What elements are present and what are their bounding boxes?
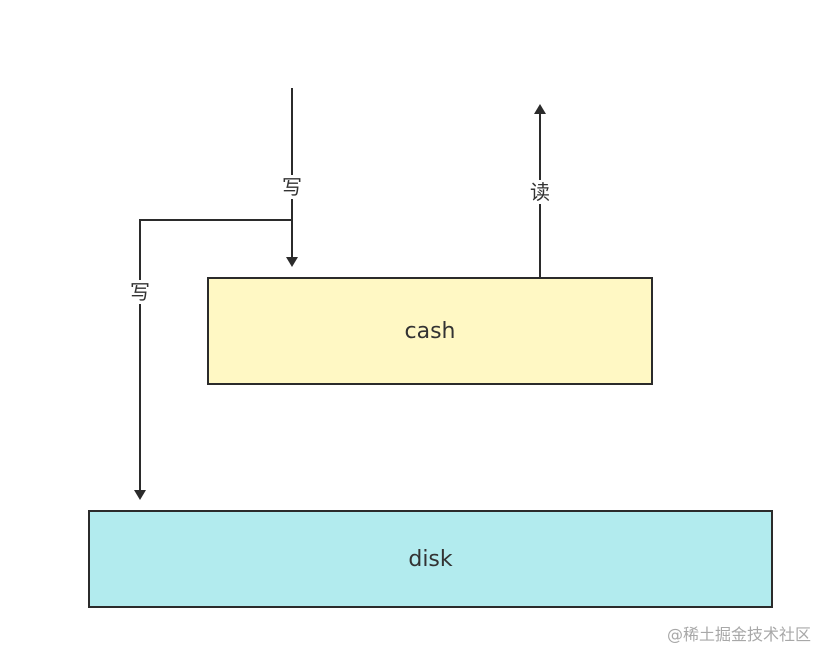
write-arrow-to-disk — [134, 219, 292, 500]
cash-label: cash — [404, 318, 456, 344]
watermark: @稀土掘金技术社区 — [666, 625, 811, 644]
cash-box: cash — [207, 277, 653, 385]
disk-label: disk — [408, 546, 453, 572]
disk-box: disk — [88, 510, 773, 608]
write-to-disk-label: 写 — [128, 280, 152, 304]
read-from-cash-label: 读 — [528, 180, 552, 204]
write-to-cash-label: 写 — [280, 175, 304, 199]
